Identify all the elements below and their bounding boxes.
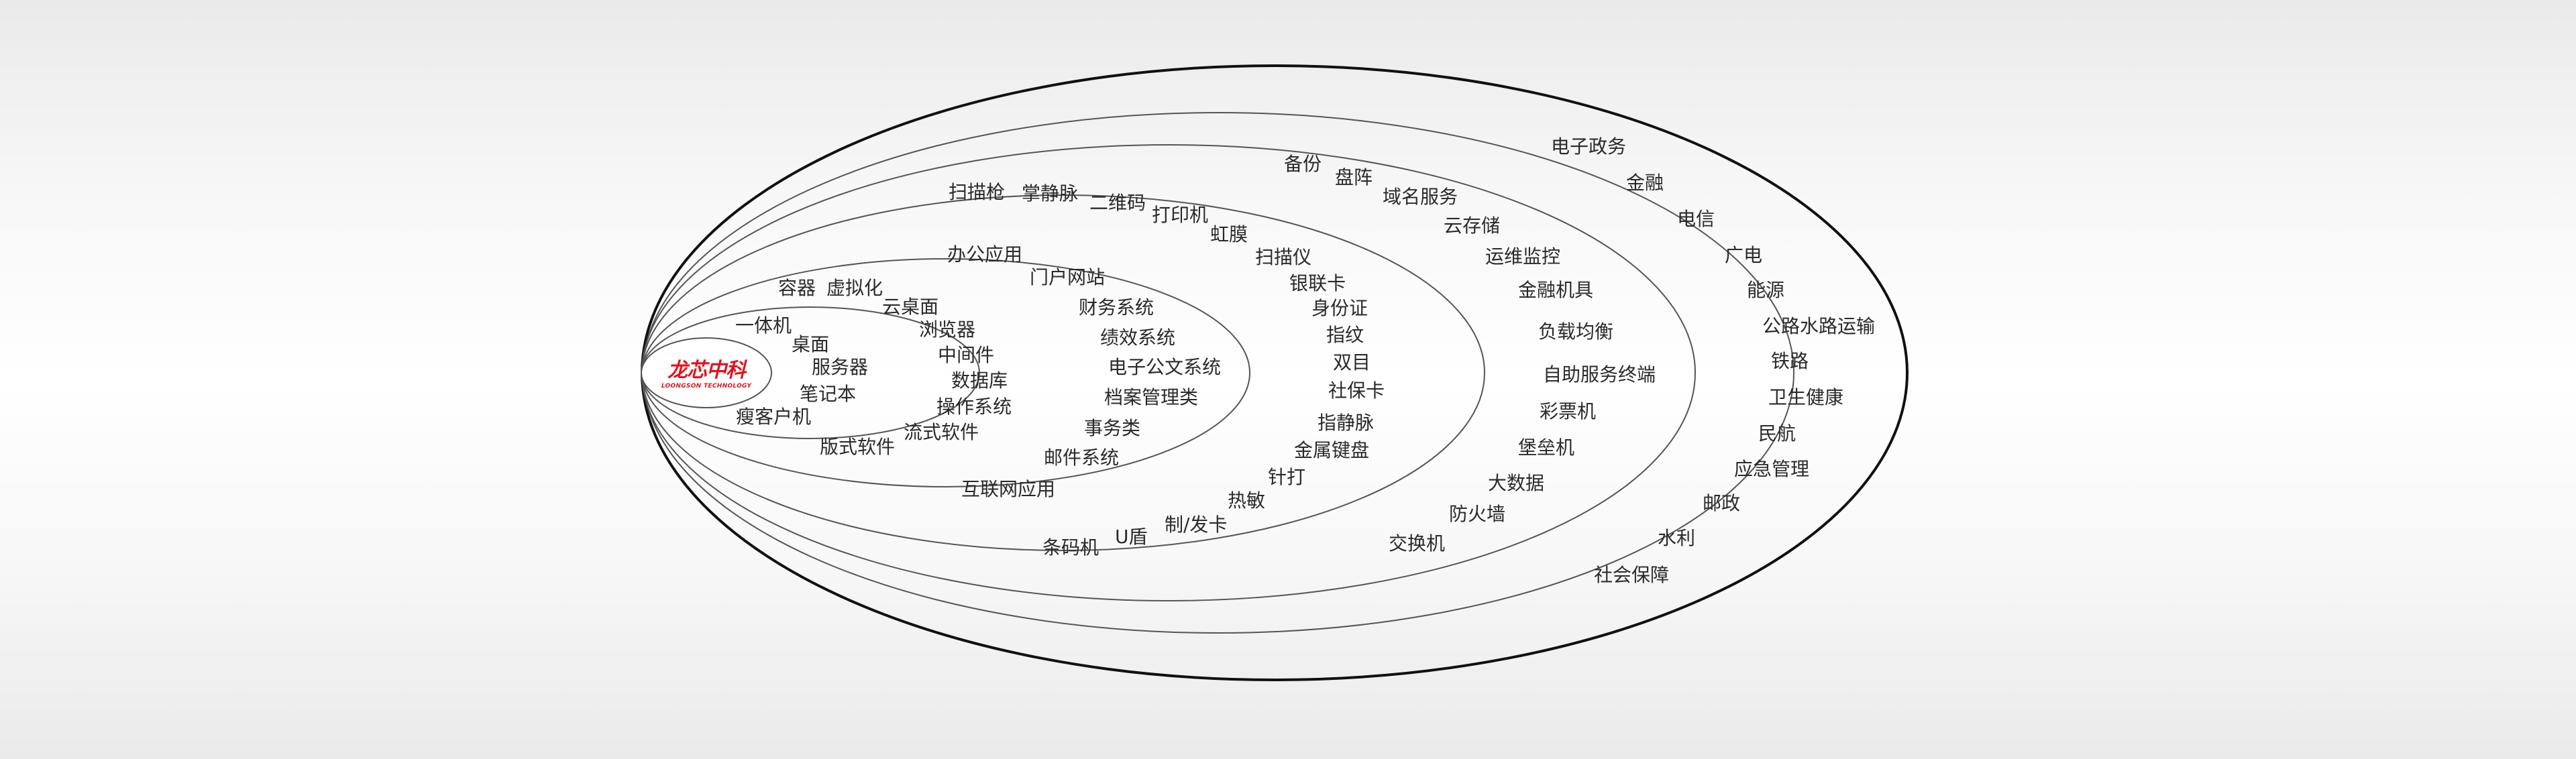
ring-4-label: 指纹 [1326, 324, 1364, 346]
ring-1-label: 笔记本 [800, 383, 857, 405]
ring-4-label: 制/发卡 [1165, 514, 1228, 536]
ring-6-label: 电信 [1677, 208, 1715, 230]
ring-3-label: 档案管理类 [1104, 386, 1199, 408]
ring-6-label: 卫生健康 [1768, 386, 1844, 408]
ring-2-label: 版式软件 [820, 436, 896, 458]
ring-2-label: 浏览器 [919, 318, 976, 341]
ring-6-label: 民航 [1758, 422, 1796, 445]
ring-5-label: 自助服务终端 [1543, 363, 1656, 386]
ring-4-label: 双目 [1333, 351, 1371, 373]
ring-1-label: 服务器 [812, 356, 869, 378]
ring-3-label: 邮件系统 [1044, 447, 1120, 469]
ring-4-label: 条码机 [1042, 536, 1099, 559]
ring-5-label: 域名服务 [1383, 186, 1458, 208]
logo-ellipse [641, 337, 772, 408]
ring-3-label: 绩效系统 [1100, 327, 1176, 349]
ring-2-label: 流式软件 [904, 421, 979, 443]
ring-5-label: 大数据 [1488, 472, 1545, 494]
ring-2-label: 数据库 [951, 369, 1008, 392]
ring-6-label: 邮政 [1703, 492, 1741, 514]
ring-3-label: 事务类 [1084, 417, 1141, 439]
ring-5-label: 交换机 [1389, 532, 1446, 554]
ring-6-label: 铁路 [1771, 350, 1809, 372]
ring-6-label: 应急管理 [1734, 458, 1810, 480]
ring-4-label: 二维码 [1089, 192, 1146, 214]
ring-5-label: 堡垒机 [1518, 436, 1575, 459]
ring-4-label: 银联卡 [1289, 272, 1346, 294]
ring-5-label: 负载均衡 [1538, 320, 1614, 343]
ring-3-label: 财务系统 [1079, 296, 1155, 318]
ring-5-label: 彩票机 [1540, 400, 1597, 422]
ring-6-label: 金融 [1626, 172, 1664, 194]
ring-1-label: 瘦客户机 [736, 406, 812, 428]
ring-4-label: 针打 [1268, 466, 1306, 488]
ring-1-label: 桌面 [792, 333, 830, 355]
ring-4-label: 打印机 [1152, 204, 1209, 226]
ring-2-label: 容器 [778, 277, 816, 299]
loongson-logo-subtitle: LOONGSON TECHNOLOGY [661, 383, 752, 390]
ring-5-label: 备份 [1284, 153, 1322, 175]
ring-3-label: 电子公文系统 [1108, 356, 1222, 378]
ring-1-label: 一体机 [735, 314, 792, 337]
ring-6-label: 电子政务 [1551, 135, 1627, 158]
ring-4-label: 扫描仪 [1255, 246, 1312, 268]
ring-2-label: 中间件 [938, 344, 995, 366]
ring-2-label: 云桌面 [882, 296, 939, 318]
ring-4-label: 社保卡 [1328, 380, 1385, 402]
ring-6-label: 水利 [1658, 527, 1696, 549]
ring-4-label: 热敏 [1228, 489, 1266, 512]
ring-4-label: 掌静脉 [1022, 182, 1079, 205]
ring-4-label: 虹膜 [1210, 223, 1248, 245]
ring-6-label: 广电 [1725, 244, 1763, 266]
ring-5-label: 防火墙 [1449, 503, 1506, 525]
ring-5-label: 运维监控 [1485, 245, 1561, 268]
ring-3-label: 互联网应用 [961, 478, 1056, 500]
ring-6-label: 公路水路运输 [1762, 315, 1876, 337]
ring-4-label: 扫描枪 [949, 181, 1006, 203]
ring-2-label: 虚拟化 [826, 277, 883, 299]
ring-6-label: 能源 [1747, 279, 1785, 301]
ring-5-label: 盘阵 [1335, 166, 1373, 188]
ring-5-label: 云存储 [1444, 215, 1501, 237]
ring-3-label: 办公应用 [947, 243, 1023, 266]
ring-2-label: 操作系统 [936, 396, 1012, 418]
ring-4-label: 身份证 [1311, 297, 1368, 319]
ring-4-label: 金属键盘 [1294, 439, 1370, 461]
ring-5-label: 金融机具 [1518, 279, 1594, 301]
ring-4-label: U盾 [1115, 526, 1148, 548]
ring-3-label: 门户网站 [1030, 266, 1106, 288]
ring-6-label: 社会保障 [1594, 564, 1670, 586]
loongson-logo: 龙芯中科 [667, 359, 746, 382]
ring-4-label: 指静脉 [1318, 412, 1375, 434]
